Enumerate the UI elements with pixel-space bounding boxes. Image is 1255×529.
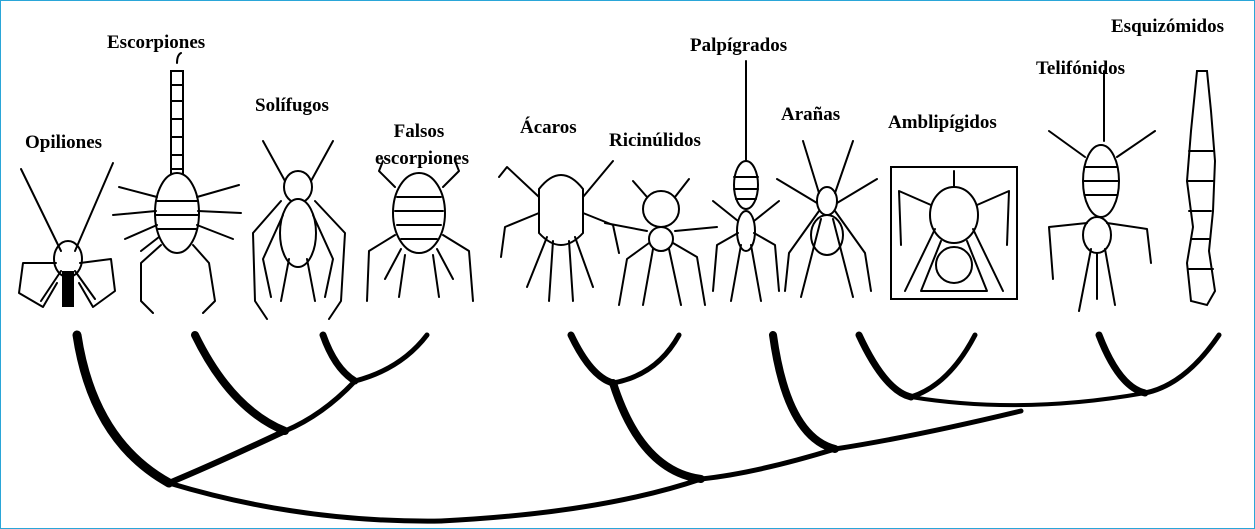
branch-palpigrados-rest xyxy=(613,383,701,479)
branch-solifugos xyxy=(323,335,355,381)
branch-arana-amb xyxy=(911,335,975,397)
aranas-figure xyxy=(777,141,877,297)
escorpiones-figure xyxy=(113,53,241,313)
branch-telifonidos xyxy=(1099,335,1145,393)
branch-root-left xyxy=(169,483,441,521)
amblipigidos-figure xyxy=(891,167,1017,299)
branch-root-right xyxy=(441,479,701,521)
branch-palp-join xyxy=(701,449,835,479)
branch-aranas-join xyxy=(835,411,1021,449)
branch-ambli-join xyxy=(911,393,1145,405)
branch-opiliones xyxy=(77,335,169,483)
branch-solifugos-clade xyxy=(285,381,355,431)
acaros-figure xyxy=(499,161,619,301)
branch-amblipigidos xyxy=(859,335,911,397)
branch-esquizomidos xyxy=(1145,335,1219,393)
solifugos-figure xyxy=(253,141,345,319)
esquizomidos-figure xyxy=(1187,71,1215,305)
falsos-escorpiones-figure xyxy=(367,161,473,301)
telifonidos-figure xyxy=(1049,71,1155,311)
branch-falsos-escorpiones xyxy=(355,335,427,381)
branch-ricinulidos xyxy=(613,335,679,383)
palpigrados-figure xyxy=(713,61,779,301)
branch-escorpiones xyxy=(195,335,285,431)
branch-acaros xyxy=(571,335,613,383)
opiliones-figure xyxy=(19,163,115,307)
ricinulidos-figure xyxy=(605,179,717,305)
branch-aranas xyxy=(773,335,835,449)
branch-escorpiones-clade xyxy=(169,431,285,483)
